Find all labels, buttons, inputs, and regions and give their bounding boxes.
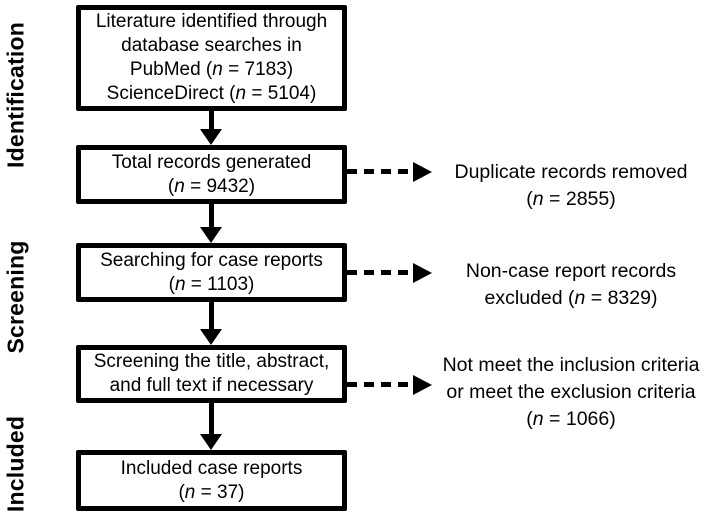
box-text: Searching for case reports(n = 1103): [100, 249, 323, 295]
dashed-arrow-shaft-1: [347, 169, 414, 174]
dashed-arrow-head-2: [413, 263, 432, 283]
box-screening-title-abstract: Screening the title, abstract,and full t…: [76, 345, 347, 403]
down-arrow-shaft-2: [209, 204, 214, 228]
down-arrow-head-1: [200, 129, 222, 145]
stage-label-identification: Identification: [2, 22, 29, 168]
box-searching-case-reports: Searching for case reports(n = 1103): [76, 243, 347, 302]
box-included-case-reports: Included case reports(n = 37): [76, 450, 347, 511]
down-arrow-head-2: [200, 227, 222, 243]
box-text: Total records generated(n = 9432): [111, 151, 312, 197]
down-arrow-shaft-1: [209, 111, 214, 130]
box-text: Included case reports(n = 37): [120, 457, 303, 503]
dashed-arrow-head-1: [413, 162, 432, 182]
dashed-arrow-head-3: [413, 375, 432, 395]
box-text: Screening the title, abstract,and full t…: [93, 351, 330, 396]
box-total-records-generated: Total records generated(n = 9432): [76, 145, 347, 204]
dashed-arrow-shaft-3: [347, 382, 414, 387]
down-arrow-shaft-3: [209, 302, 214, 330]
note-duplicate-records-removed: Duplicate records removed(n = 2855): [454, 161, 688, 210]
down-arrow-head-4: [200, 434, 222, 450]
down-arrow-shaft-4: [209, 403, 214, 435]
stage-label-included: Included: [2, 415, 29, 513]
down-arrow-head-3: [200, 329, 222, 345]
dashed-arrow-shaft-2: [347, 270, 414, 275]
stage-label-screening: Screening: [2, 240, 29, 354]
